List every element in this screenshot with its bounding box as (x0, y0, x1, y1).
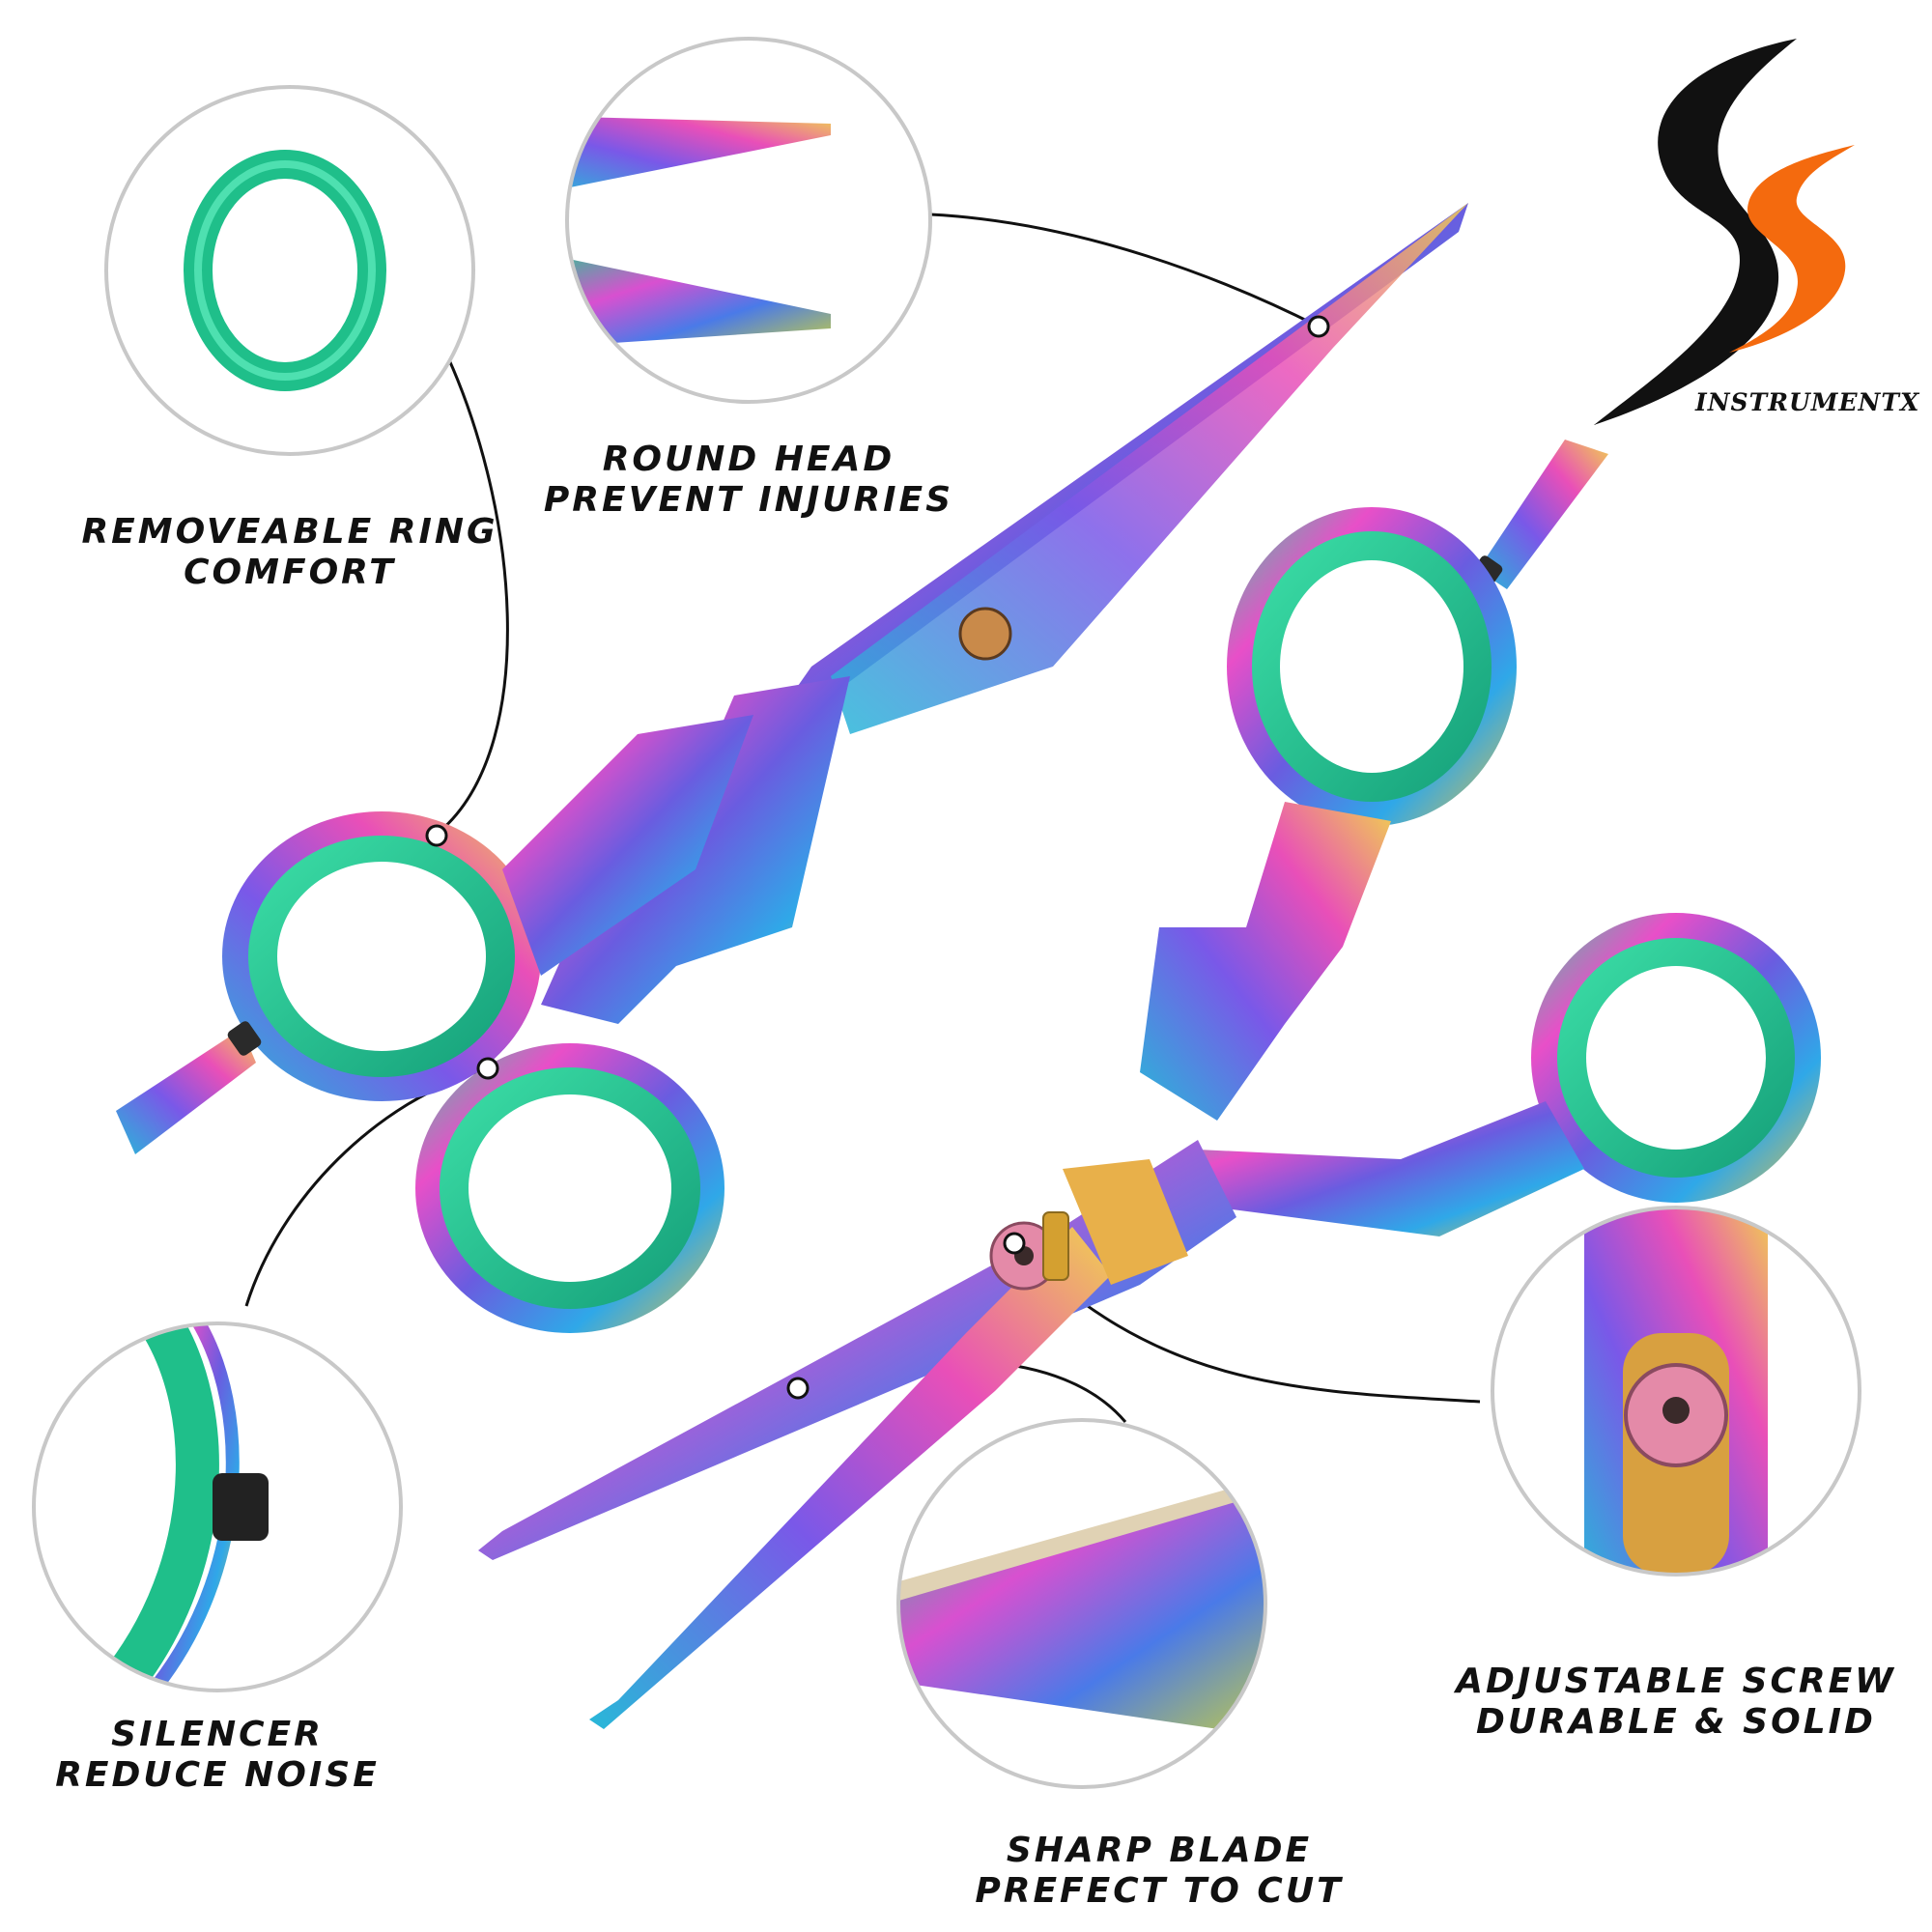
callout-label-silencer: SILENCER REDUCE NOISE (29, 1715, 406, 1796)
detail-circle-sharp-blade (896, 1418, 1267, 1789)
left-finger-ring (222, 811, 541, 1101)
callout-line2: PREVENT INJURIES (543, 480, 954, 520)
callout-line1: ROUND HEAD (602, 440, 895, 479)
callout-label-removable-ring: REMOVEABLE RING COMFORT (77, 512, 502, 593)
left-scissors (116, 203, 1468, 1333)
blade-tip-upper-icon (567, 116, 831, 193)
silencer-bumper-icon (213, 1473, 269, 1541)
callout-label-adjustable-screw: ADJUSTABLE SCREW DURABLE & SOLID (1439, 1662, 1913, 1743)
callout-label-sharp-blade: SHARP BLADE PREFECT TO CUT (947, 1831, 1372, 1912)
callout-label-round-head: ROUND HEAD PREVENT INJURIES (536, 440, 961, 521)
brand-name: INSTRUMENTX (1695, 388, 1920, 416)
dot-silencer (476, 1057, 499, 1080)
detail-circle-ring (104, 85, 475, 456)
brand-logo-icon (1594, 39, 1855, 425)
callout-line2: DURABLE & SOLID (1476, 1702, 1876, 1742)
callout-line2: PREFECT TO CUT (975, 1871, 1344, 1911)
dot-sharp (786, 1377, 810, 1400)
left-finger-rest (116, 1029, 256, 1154)
detail-circle-round-head (565, 37, 932, 404)
callout-line2: REDUCE NOISE (55, 1755, 380, 1795)
connector-head (929, 213, 1320, 328)
right-scissors-blade-lower (589, 1227, 1111, 1729)
callout-dots (425, 315, 1330, 1400)
left-pivot-screw-icon (958, 607, 1012, 661)
callout-line2: COMFORT (184, 553, 396, 592)
blade-tip-lower-icon (567, 253, 831, 348)
dot-screw (1003, 1232, 1026, 1255)
detail-circle-adjustable-screw (1491, 1206, 1861, 1577)
right-thumb-ring (1531, 913, 1821, 1203)
dot-head (1307, 315, 1330, 338)
callout-line1: SHARP BLADE (1006, 1831, 1313, 1870)
callout-line1: ADJUSTABLE SCREW (1456, 1662, 1896, 1701)
right-scissors (478, 440, 1821, 1729)
callout-line1: SILENCER (111, 1715, 324, 1754)
sharp-blade-icon (898, 1478, 1265, 1739)
detail-circle-silencer (32, 1321, 403, 1692)
connector-ring (434, 332, 509, 838)
callout-line1: REMOVEABLE RING (81, 512, 498, 552)
right-finger-rest (1478, 440, 1608, 589)
dot-ring (425, 824, 448, 847)
left-thumb-ring (415, 1043, 724, 1333)
left-silencer-icon (227, 1021, 262, 1056)
right-finger-ring (1227, 507, 1517, 826)
